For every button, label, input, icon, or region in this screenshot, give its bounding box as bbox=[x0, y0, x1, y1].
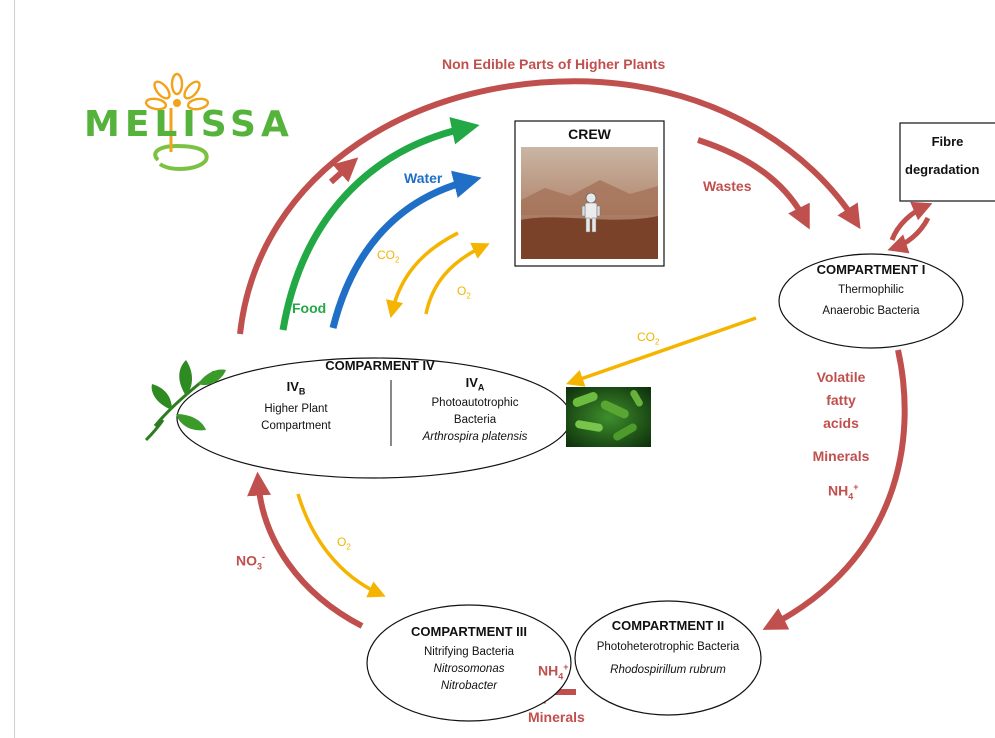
compartment-ivb-line2: Compartment bbox=[261, 419, 331, 432]
label-co2-plants: CO2 bbox=[377, 248, 400, 265]
label-nh4-right: NH4+ bbox=[828, 482, 859, 502]
label-water: Water bbox=[404, 170, 443, 186]
arrow-fibre-down bbox=[887, 216, 931, 254]
arrow-non-edible bbox=[237, 78, 861, 335]
compartment-iva-label: IVA bbox=[465, 375, 485, 393]
compartment-iii-title: COMPARTMENT III bbox=[410, 624, 528, 639]
arrow-c3-to-c4 bbox=[247, 471, 364, 629]
arrow-non-edible-midhead bbox=[328, 157, 359, 185]
label-no3: NO3- bbox=[236, 552, 266, 572]
compartment-iv-title: COMPARMENT IV bbox=[325, 358, 435, 373]
label-food: Food bbox=[292, 300, 327, 316]
compartment-ii: COMPARTMENT II Photoheterotrophic Bacter… bbox=[575, 618, 761, 679]
label-volatile: Volatile bbox=[816, 369, 866, 385]
compartment-iva-line3: Arthrospira platensis bbox=[422, 430, 528, 443]
compartment-i: COMPARTMENT I Thermophilic Anaerobic Bac… bbox=[779, 262, 963, 320]
arrow-o2-c4-to-c3 bbox=[296, 493, 386, 598]
compartment-ivb: IVB Higher Plant Compartment bbox=[236, 379, 356, 435]
melissa-logo-graphic bbox=[144, 72, 210, 171]
compartment-ivb-label: IVB bbox=[286, 379, 306, 397]
label-acids: acids bbox=[823, 415, 859, 431]
compartment-i-ellipse bbox=[778, 253, 964, 349]
label-o2-crew: O2 bbox=[457, 284, 471, 301]
compartment-iva-line1: Photoautotrophic bbox=[431, 396, 519, 409]
compartment-iii: COMPARTMENT III Nitrifying Bacteria Nitr… bbox=[367, 624, 571, 695]
label-minerals-bottom: Minerals bbox=[528, 709, 585, 725]
compartment-iii-ellipse bbox=[366, 604, 572, 722]
label-co2-c1: CO2 bbox=[637, 330, 660, 347]
label-fatty: fatty bbox=[826, 392, 856, 408]
compartment-i-line2: Anaerobic Bacteria bbox=[822, 305, 920, 317]
compartment-iva-line2: Bacteria bbox=[453, 413, 497, 426]
label-nh4-bottom: NH4+ bbox=[538, 662, 569, 682]
compartment-ii-line2: Rhodospirillum rubrum bbox=[610, 664, 726, 676]
label-o2-c3: O2 bbox=[337, 535, 351, 552]
compartment-ii-title: COMPARTMENT II bbox=[611, 618, 725, 633]
compartment-ivb-line1: Higher Plant bbox=[264, 402, 328, 415]
arrow-food bbox=[279, 117, 480, 331]
melissa-logo: MELISSA bbox=[84, 104, 294, 145]
compartment-iii-line3: Nitrobacter bbox=[440, 680, 498, 692]
plant-icon bbox=[144, 360, 226, 442]
compartment-iii-line2: Nitrosomonas bbox=[433, 663, 505, 675]
crew-title: CREW bbox=[568, 126, 611, 142]
compartment-ii-line1: Photoheterotrophic Bacteria bbox=[596, 641, 740, 653]
fibre-box bbox=[899, 122, 995, 202]
astronaut-icon bbox=[581, 192, 601, 233]
compartment-i-line1: Thermophilic bbox=[838, 284, 904, 296]
arrow-co2-c1-to-c4 bbox=[566, 316, 757, 387]
fibre-title-line1: Fibre bbox=[931, 134, 964, 149]
compartment-iva: IVA Photoautotrophic Bacteria Arthrospir… bbox=[405, 375, 545, 446]
arrow-water bbox=[329, 170, 482, 329]
label-minerals-right: Minerals bbox=[812, 448, 870, 464]
crew-photo-ground bbox=[521, 216, 658, 259]
arrow-co2-to-plants bbox=[386, 231, 459, 319]
compartment-iii-line1: Nitrifying Bacteria bbox=[423, 646, 515, 658]
label-wastes: Wastes bbox=[703, 178, 752, 194]
fibre-title-line2: degradation bbox=[905, 162, 980, 177]
arrow-o2-to-crew bbox=[424, 242, 490, 315]
arrow-fibre-up bbox=[889, 201, 933, 241]
arrow-c1-to-c2 bbox=[762, 349, 908, 630]
label-non-edible: Non Edible Parts of Higher Plants bbox=[442, 56, 666, 72]
arrow-wastes bbox=[697, 137, 810, 230]
bacteria-image bbox=[566, 387, 651, 447]
compartment-ii-ellipse bbox=[574, 600, 762, 716]
page-left-rule bbox=[14, 0, 15, 738]
compartment-i-title: COMPARTMENT I bbox=[816, 262, 926, 277]
